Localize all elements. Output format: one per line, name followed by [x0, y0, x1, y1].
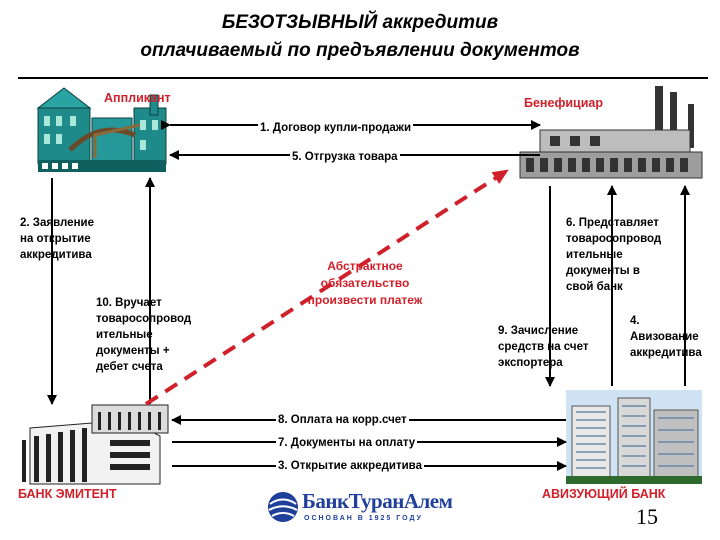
advising-bank-building-icon: [566, 390, 702, 484]
logo-globe-icon: [268, 492, 298, 522]
title-underline: [18, 77, 708, 79]
issuing-bank-label: БАНК ЭМИТЕНТ: [18, 487, 117, 501]
step-5-label: 5. Отгрузка товара: [290, 149, 400, 165]
beneficiary-factory-icon: [519, 86, 703, 179]
applicant-factory-icon: [36, 87, 167, 172]
step-8-label: 8. Оплата на корр.счет: [276, 412, 409, 428]
step-3-label: 3. Открытие аккредитива: [276, 458, 424, 474]
title-line-2: оплачиваемый по предъявлении документов: [140, 40, 580, 61]
bank-logo: БанкТуранАлем ОСНОВАН В 1925 ГОДУ: [266, 488, 462, 528]
advising-bank-label: АВИЗУЮЩИЙ БАНК: [542, 487, 666, 501]
logo-brand-text: БанкТуранАлем: [302, 489, 453, 513]
step-7-label: 7. Документы на оплату: [276, 435, 418, 451]
step-1-label: 1. Договор купли-продажи: [258, 120, 414, 136]
issuing-bank-building-icon: [22, 404, 169, 485]
page-number: 15: [636, 504, 658, 529]
beneficiary-label: Бенефициар: [524, 96, 604, 110]
applicant-label: Аппликант: [104, 91, 171, 105]
title-line-1: БЕЗОТЗЫВНЫЙ аккредитив: [221, 12, 499, 33]
abstract-obligation-arrow: [144, 168, 510, 406]
logo-tagline: ОСНОВАН В 1925 ГОДУ: [304, 515, 423, 522]
